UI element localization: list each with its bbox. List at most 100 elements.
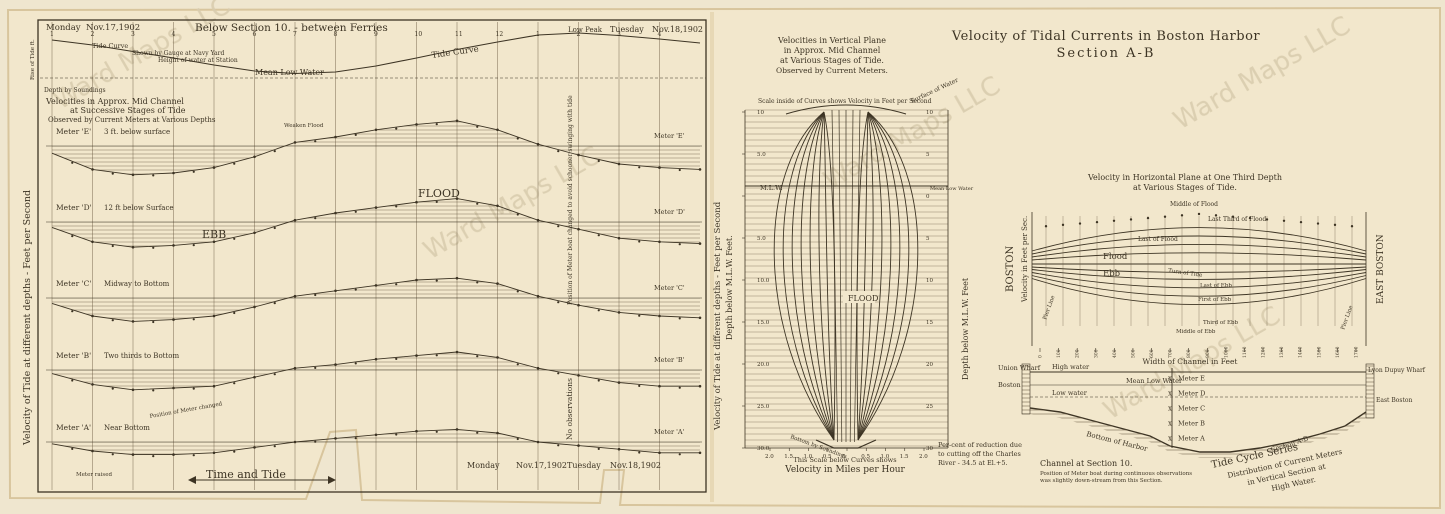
- main-title: Velocity of Tidal Currents in Boston Har…: [951, 29, 1261, 44]
- horizontal-observation-dot: [1163, 215, 1167, 218]
- meter-observation-dot: [192, 387, 195, 390]
- meter-observation-dot: [678, 386, 681, 389]
- meter-position-note: Position of Meter boat changed to avoid …: [567, 95, 574, 305]
- vertical-left-axis: Depth below M.L.W. Feet.: [725, 235, 734, 340]
- meter-station-label: Meter B: [1178, 420, 1205, 428]
- meter-station-label: Meter C: [1178, 405, 1205, 413]
- meter-observation-dot: [334, 135, 337, 139]
- meter-observation-dot: [131, 173, 135, 177]
- meter-tag: Meter 'B': [56, 351, 91, 360]
- vertical-right-tick-label: 15: [926, 320, 933, 326]
- curve-label-flood: Flood: [1103, 252, 1128, 262]
- bottom-date1-label: Nov.17,1902: [516, 461, 567, 470]
- meter-observation-dot: [435, 123, 438, 126]
- vertical-right-tick-label: 25: [926, 404, 933, 410]
- horizontal-observation-dot: [1333, 223, 1337, 227]
- horizontal-plane-panel: Velocity in Horizontal Plane at One Thir…: [998, 173, 1426, 458]
- meter-observation-dot: [577, 227, 580, 231]
- width-tick-label: 700: [1168, 349, 1174, 358]
- time-arrow-head: [328, 476, 336, 484]
- hour-tick-label: 3: [617, 31, 621, 38]
- meter-observation-dot: [233, 311, 236, 315]
- meter-observation-dot: [638, 166, 641, 169]
- vertical-curve-left: [809, 111, 835, 441]
- width-tick-label: 300: [1093, 349, 1099, 358]
- vertical-curve-right: [857, 111, 892, 441]
- tide-curve-line: [51, 32, 701, 75]
- meter-observation-dot: [658, 166, 661, 169]
- horizontal-observation-dot: [1129, 218, 1133, 221]
- horizontal-observation-dot: [1231, 215, 1235, 218]
- horizontal-y-axis: Velocity in Feet per Sec.: [1021, 216, 1029, 303]
- flood-label-box: [843, 291, 875, 303]
- hour-tick-label: 6: [253, 31, 257, 38]
- meter-observation-dot: [131, 453, 135, 456]
- meter-observation-dot: [152, 455, 155, 458]
- time-arrow-tail: [188, 476, 196, 484]
- east-boston-label: EAST BOSTON: [1376, 234, 1386, 304]
- meter-observation-dot: [91, 314, 94, 318]
- meter-observation-dot: [476, 431, 479, 434]
- meter-description: Midway to Bottom: [104, 280, 170, 288]
- meter-observation-dot: [658, 384, 661, 388]
- meter-observation-dot: [395, 433, 398, 436]
- meter-observation-dot: [455, 428, 459, 431]
- width-tick-label: 600: [1149, 349, 1155, 358]
- width-tick-label: 200: [1075, 349, 1081, 358]
- vertical-curve-left: [782, 111, 835, 441]
- width-tick-label: 1300: [1279, 346, 1285, 358]
- hour-tick-label: 12: [496, 31, 504, 38]
- vertical-depth-grid: [744, 109, 949, 449]
- mean-low-water-small: Mean Low Water: [930, 186, 974, 192]
- meter-observation-dot: [698, 168, 702, 171]
- meter-observation-dot: [415, 200, 418, 204]
- horizontal-velocity-curves: [1031, 212, 1367, 346]
- meter-observation-dot: [496, 128, 499, 132]
- meter-observation-dot: [395, 283, 398, 286]
- meter-observation-dot: [435, 354, 438, 357]
- gauge-note: Shown by Gauge at Navy Yard: [132, 50, 225, 57]
- footer-notes: Channel at Section 10. Position of Meter…: [1040, 442, 1343, 493]
- meter-observation-dot: [192, 318, 195, 321]
- meter-station-cross: x: [1168, 390, 1172, 398]
- horizontal-observation-dot: [1078, 222, 1082, 225]
- meter-observation-dot: [395, 205, 398, 208]
- meter-observation-dot: [516, 363, 519, 366]
- meter-observation-dot: [253, 231, 256, 235]
- meter-observation-dot: [233, 382, 236, 385]
- meter-observation-dot: [516, 213, 519, 216]
- meter-right-tag: Meter 'B': [654, 356, 685, 364]
- vertical-curve-core: [854, 109, 861, 443]
- vertical-depth-tick-label: 5.0: [757, 152, 766, 158]
- meter-observation-dot: [516, 437, 519, 441]
- vertical-right-tick-label: 10: [926, 110, 933, 116]
- meter-observation-dot: [476, 125, 479, 128]
- mean-low-water-label: Mean Low Water: [255, 68, 324, 77]
- meter-observation-dot: [314, 440, 317, 443]
- velocities-title-line2: at Successive Stages of Tide: [70, 106, 186, 115]
- meter-observation-dot: [273, 445, 276, 448]
- meter-station-label: Meter A: [1178, 435, 1205, 443]
- horizontal-observation-dot: [1197, 212, 1201, 216]
- hour-tick-label: 8: [334, 31, 338, 38]
- meter-observation-dot: [557, 225, 560, 228]
- meter-observation-dot: [617, 311, 621, 314]
- surface-arc: [785, 104, 907, 115]
- vertical-right-tick-label: 20: [926, 362, 933, 368]
- mph-tick-label: 1.0: [881, 454, 890, 460]
- hour-tick-label: 1: [50, 31, 54, 38]
- curve-label-middle-ebb: Middle of Ebb: [1176, 329, 1216, 335]
- meter-observation-dot: [617, 162, 621, 166]
- low-peak-label: Low Peak: [568, 26, 603, 34]
- meter-observation-dot: [455, 350, 459, 354]
- meter-description: 3 ft. below surface: [104, 128, 170, 136]
- vertical-velocity-curves: [773, 104, 919, 449]
- vertical-right-tick-label: 5: [926, 152, 930, 158]
- width-tick-label: 1500: [1316, 346, 1322, 358]
- rise-of-tide-label: Rise of Tide ft.: [30, 39, 36, 80]
- meter-observation-dot: [557, 150, 560, 153]
- ebb-label: EBB: [202, 228, 226, 241]
